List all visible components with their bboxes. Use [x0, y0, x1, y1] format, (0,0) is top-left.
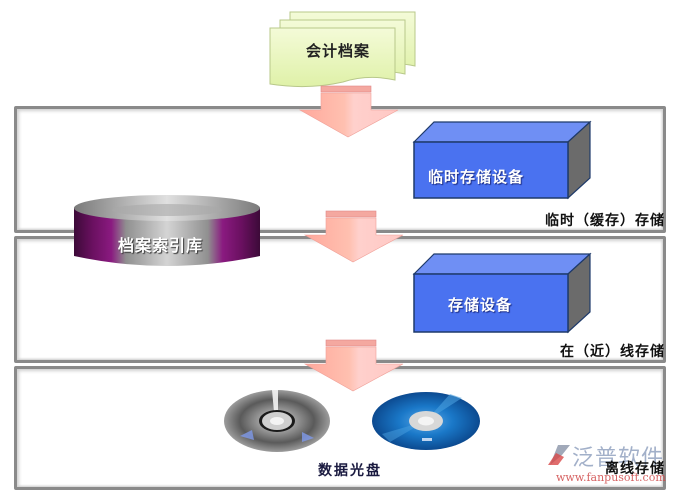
tier-label-temporary: 临时（缓存）存储 — [545, 213, 665, 229]
brand-logo-icon — [548, 445, 570, 465]
source-document-label: 会计档案 — [306, 42, 371, 60]
storage-box-icon — [412, 252, 592, 334]
storage-box-icon — [412, 120, 592, 200]
bluray-disc-icon — [372, 392, 480, 450]
index-database-label: 档案索引库 — [118, 236, 204, 255]
arrow-down-icon — [303, 339, 404, 392]
nearline-storage-device-label: 存储设备 — [448, 296, 513, 314]
tier-panel-offline — [14, 366, 666, 490]
tier-label-nearline: 在（近）线存储 — [560, 344, 665, 360]
tier-label-offline: 离线存储 — [605, 461, 665, 477]
document-stack-icon — [269, 11, 416, 88]
offline-media-label: 数据光盘 — [318, 463, 382, 479]
cd-disc-icon — [224, 390, 330, 452]
database-cylinder-icon — [74, 195, 260, 266]
temporary-storage-device-label: 临时存储设备 — [428, 168, 525, 186]
watermark-brand: 泛普软件 — [572, 446, 665, 471]
arrow-down-icon — [303, 210, 404, 263]
watermark-url: www.fanpusoft.com — [556, 471, 666, 484]
arrow-down-icon — [298, 85, 399, 138]
